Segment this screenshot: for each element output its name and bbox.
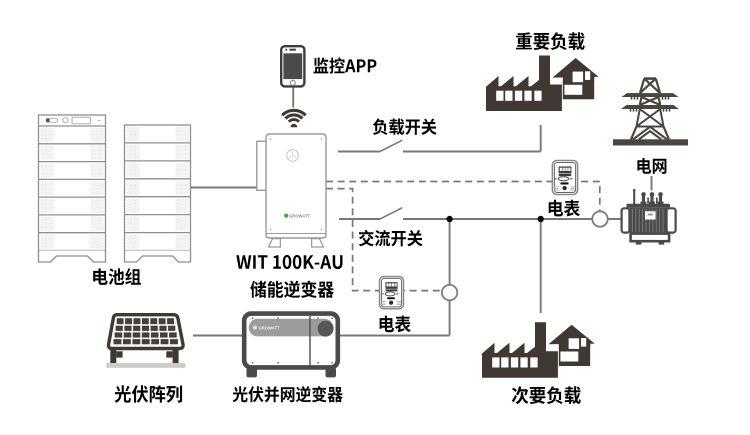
svg-text:GROWATT: GROWATT [289,213,311,218]
svg-text:GROWATT: GROWATT [259,325,281,330]
